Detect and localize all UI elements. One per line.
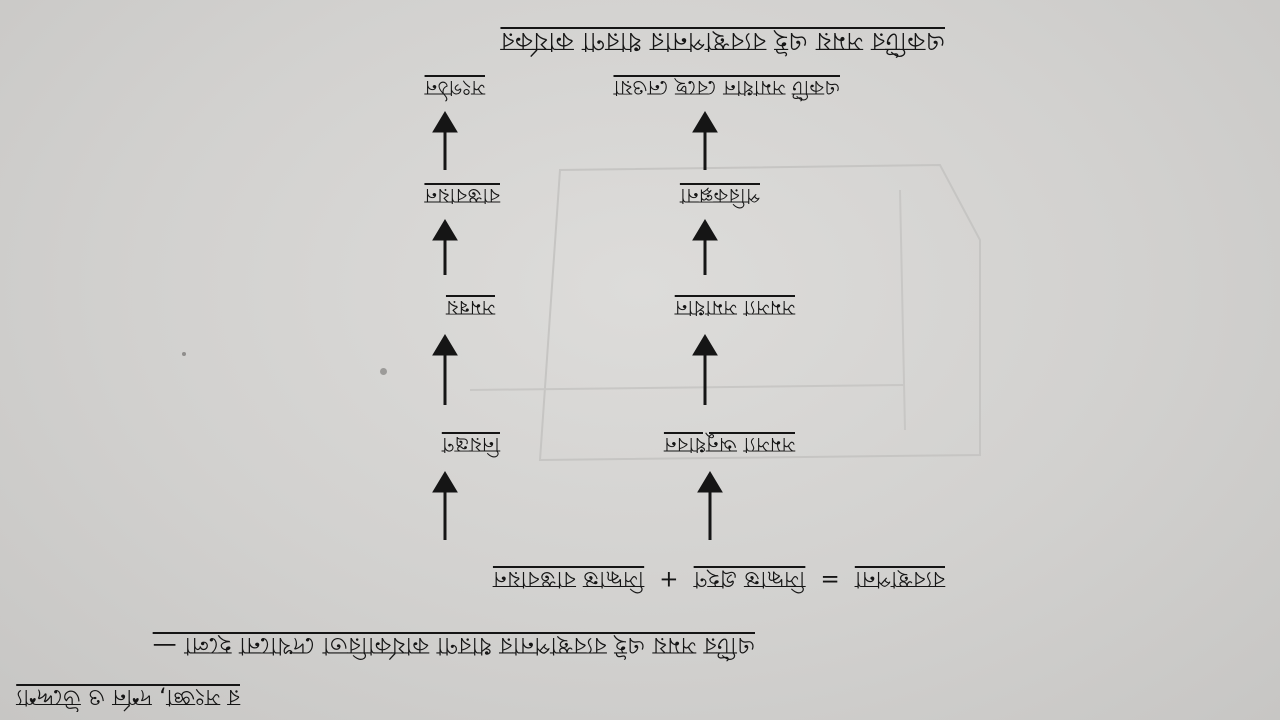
arrow-up-icon <box>432 334 458 405</box>
arrow-up-icon <box>432 219 458 275</box>
arrow-up-icon <box>697 471 723 540</box>
paper-speck <box>182 352 186 356</box>
paper-speck <box>380 368 387 375</box>
arrow-up-icon <box>692 111 718 170</box>
arrow-up-icon <box>432 111 458 170</box>
left-chain-arrows <box>692 111 723 540</box>
arrow-up-icon <box>692 219 718 275</box>
arrow-up-icon <box>692 334 718 405</box>
right-chain-arrows <box>432 111 458 540</box>
arrow-up-icon <box>432 471 458 540</box>
